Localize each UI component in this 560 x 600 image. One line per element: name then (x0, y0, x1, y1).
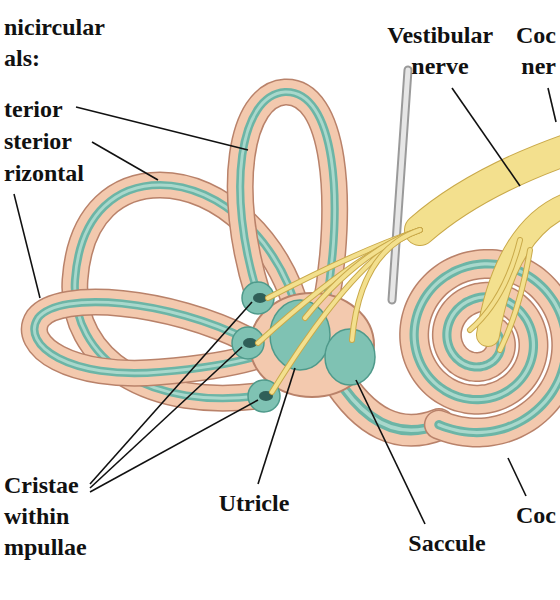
leader-line (90, 302, 252, 484)
leader-line (90, 400, 258, 492)
leader-line (356, 380, 425, 524)
leader-line (76, 107, 248, 150)
leader-line (90, 347, 242, 488)
leader-line (14, 194, 40, 298)
canal-label: sterior (4, 126, 72, 157)
leader-line (258, 368, 295, 484)
part-label: Saccule (408, 528, 485, 559)
canal-label: terior (4, 94, 63, 125)
labyrinth (34, 92, 560, 433)
heading-label: nicircular als: (4, 12, 104, 74)
nerve-label: Coc ner (516, 20, 556, 82)
part-label: Cristae within mpullae (4, 470, 87, 564)
leader-line (508, 458, 526, 496)
part-label: Utricle (219, 488, 290, 519)
leader-line (548, 88, 556, 122)
part-label: Coc (516, 500, 556, 531)
leader-line (452, 88, 520, 186)
nerve-label: Vestibular nerve (387, 20, 492, 82)
nerve-bundle (392, 70, 408, 300)
nerve-fibres (258, 150, 560, 392)
canal-label: rizontal (4, 158, 84, 189)
leader-line (92, 142, 158, 180)
